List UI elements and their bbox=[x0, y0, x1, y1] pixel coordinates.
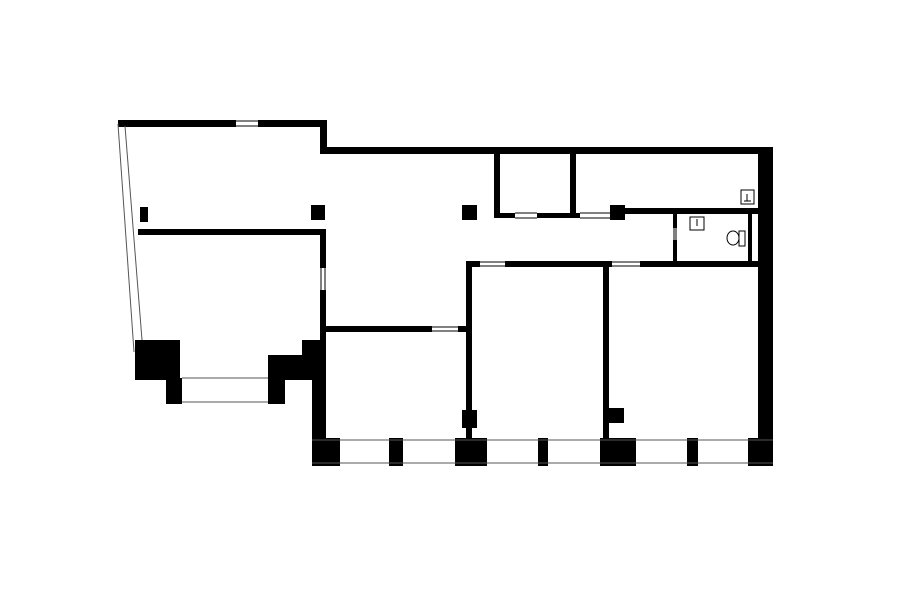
door-openings bbox=[236, 120, 677, 332]
sink-icon bbox=[689, 216, 705, 231]
pillars bbox=[140, 205, 624, 428]
windows bbox=[117, 123, 773, 466]
sink-icon bbox=[740, 189, 755, 205]
toilet-icon bbox=[726, 230, 746, 247]
walls bbox=[118, 120, 773, 466]
